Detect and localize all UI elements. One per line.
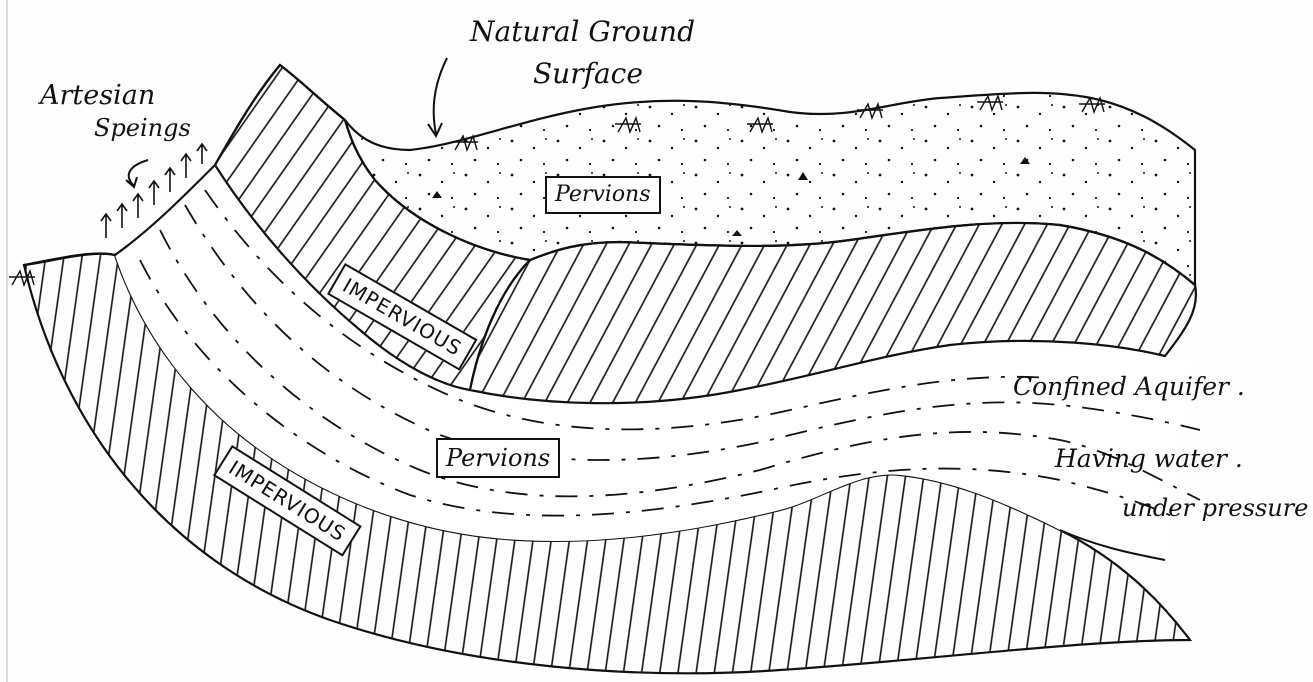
- artesian-pointer: [126, 160, 148, 187]
- confined-aquifer-label-line2: Having water .: [1055, 446, 1243, 471]
- natural-ground-label-line1: Natural Ground: [470, 18, 695, 46]
- artesian-label-line2: Speings: [94, 116, 191, 140]
- confined-aquifer-label-line3: under pressure: [1122, 496, 1308, 520]
- natural-ground-label-line2: Surface: [533, 60, 643, 88]
- pervious-top-box: Pervions: [545, 176, 661, 214]
- confined-aquifer-label-line1: Confined Aquifer .: [1013, 374, 1245, 399]
- artesian-label-line1: Artesian: [40, 82, 155, 109]
- natural-ground-pointer: [428, 58, 447, 136]
- pervious-middle-box: Pervions: [436, 438, 560, 478]
